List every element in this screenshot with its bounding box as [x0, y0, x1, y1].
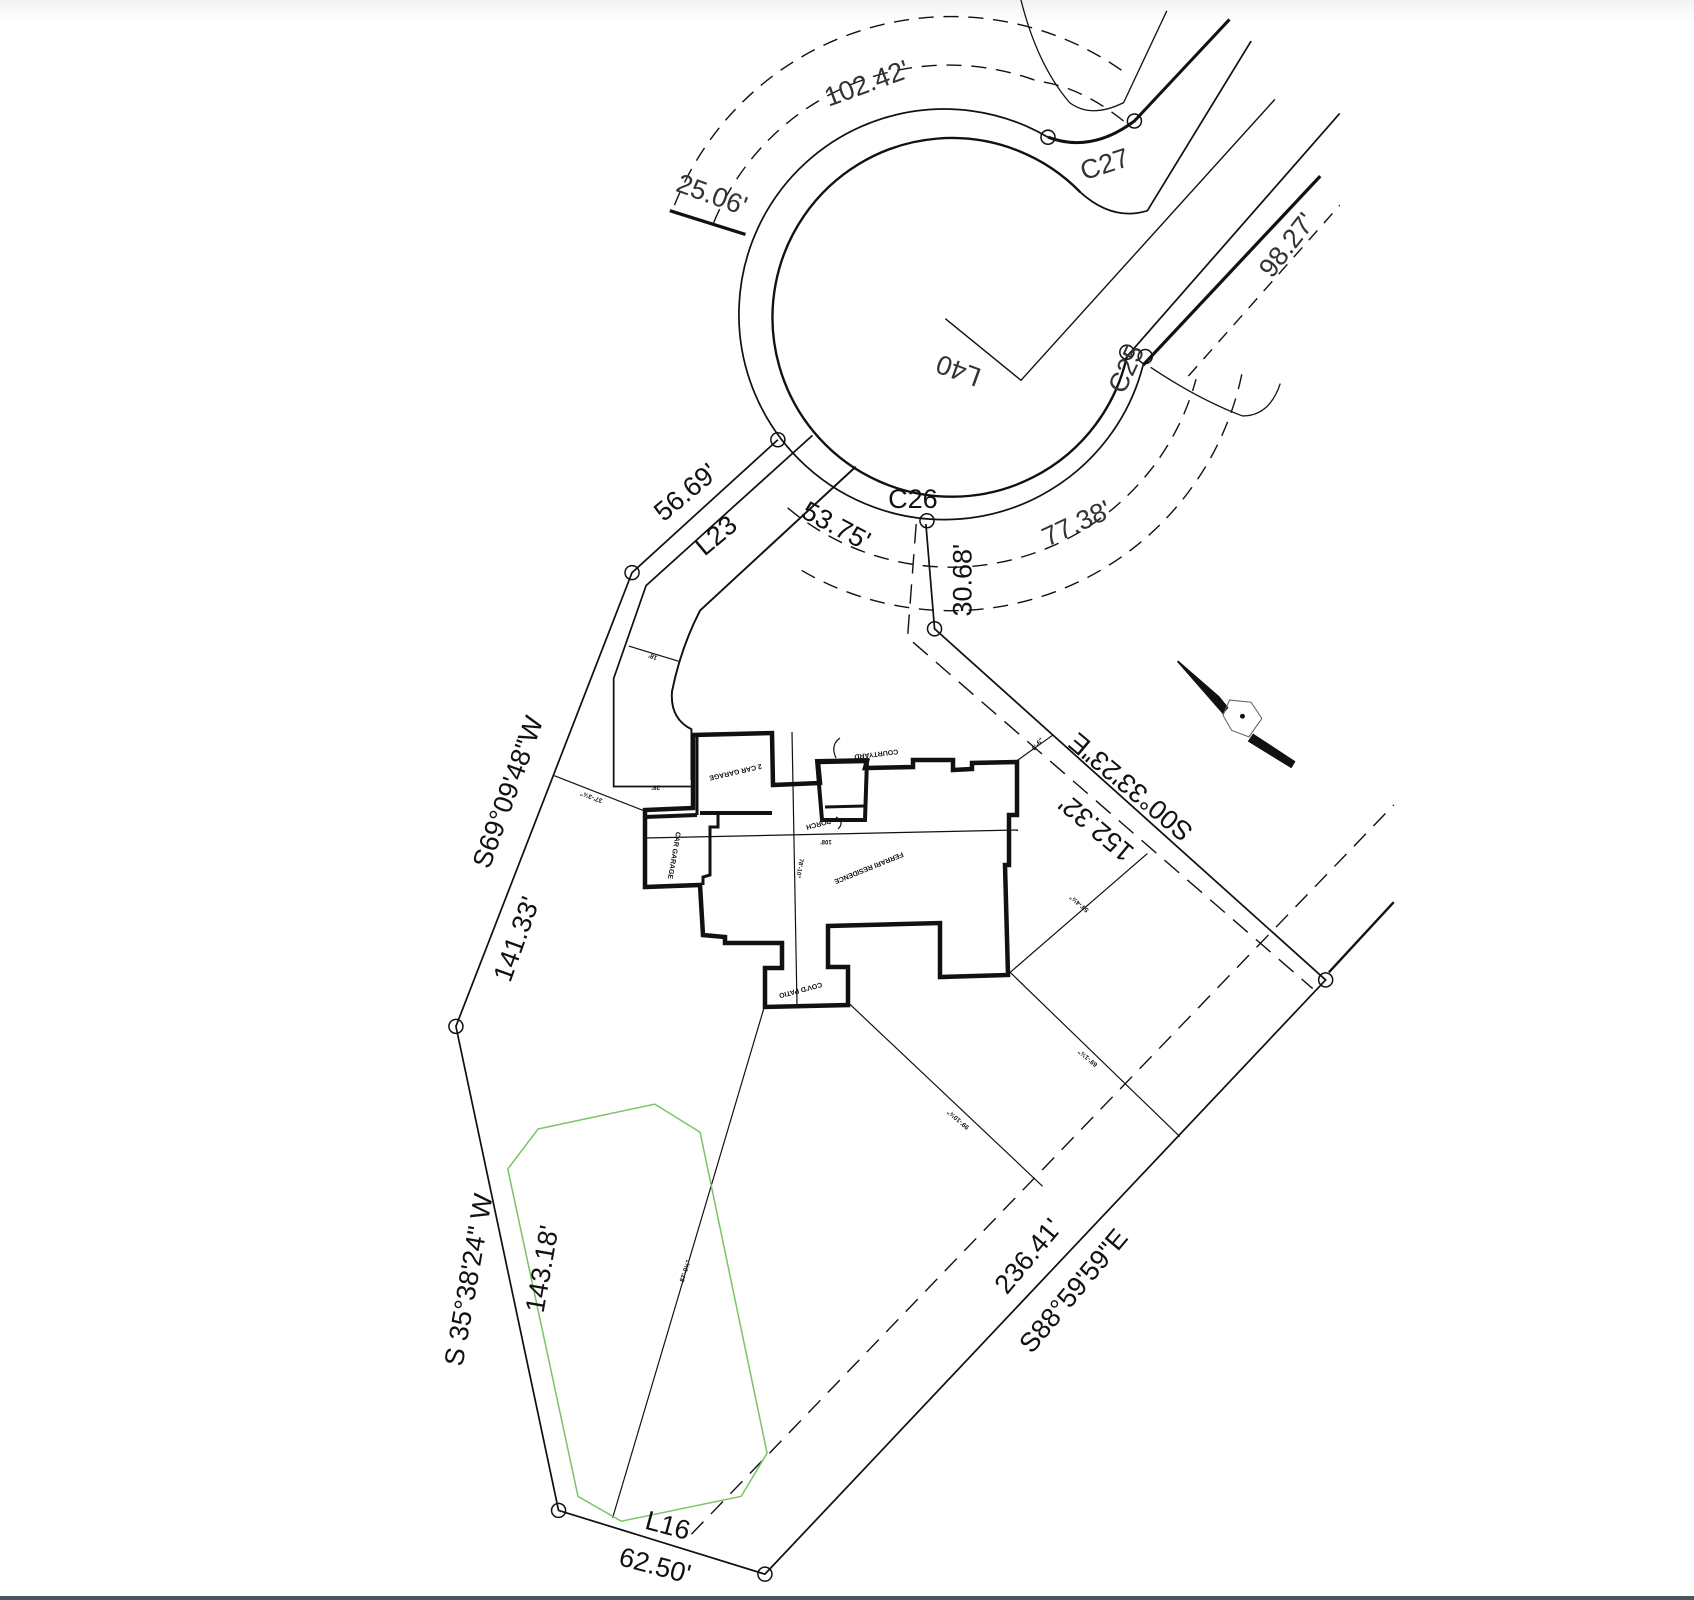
c26-tick [906, 523, 1314, 990]
road-edge-fillet [1079, 40, 1252, 215]
nw-distance-label: 141.33' [488, 893, 546, 986]
porch-label: PORCH [805, 817, 831, 830]
se-setback-label: 99'-10½" [945, 1108, 970, 1131]
garage-offset-label: 28' [651, 783, 660, 790]
drive-width-label: 18' [647, 651, 658, 661]
septic-area [506, 1103, 768, 1523]
nw-bearing-label: S69°09'48"W [467, 712, 550, 872]
east-partial-line [1328, 901, 1395, 974]
survey-monuments [448, 113, 1334, 1582]
easement-top [1020, 0, 1168, 112]
l16-label: L16 [642, 1505, 693, 1546]
c27-label: C27 [1076, 142, 1132, 186]
arc-dim-bottom [787, 379, 1197, 568]
arc-bottom-inner-label: 53.75' [797, 495, 875, 556]
drive-edge-west [612, 434, 814, 788]
setback-lines [554, 645, 1181, 1519]
road-line-south [1126, 112, 1341, 358]
patio-label: COV'D PATIO [778, 980, 823, 998]
top-shadow [0, 0, 1694, 22]
building-depth-label: 78'-10" [794, 858, 803, 879]
road-row-south [1141, 174, 1322, 367]
one-car-garage-label: CAR GARAGE [666, 831, 681, 880]
cul-de-sac [669, 0, 1341, 990]
nw-setback-label: 37'-3½" [579, 789, 603, 804]
svg-text:2 CAR GARAGE: 2 CAR GARAGE [708, 762, 762, 781]
residence-label: FERRARI RESIDENCE [833, 850, 904, 884]
courtyard-label: COURTYARD [854, 747, 899, 759]
drive-edge-east [670, 466, 857, 781]
easement-bottom [1150, 366, 1281, 417]
lot-boundary [455, 439, 1327, 1576]
c25-label: C25 [1102, 340, 1150, 398]
north-arrow-icon [1176, 660, 1296, 769]
arc-dim-top-outer [671, 15, 1122, 212]
rear-setback-label: 87'-0½" [678, 1259, 693, 1283]
ne-corner-label: 8'-6" [1031, 737, 1045, 752]
arc-dim-top [711, 64, 1125, 228]
ne-setback-label: 58'-4½" [1068, 893, 1091, 914]
arc-top-label: 102.42' [820, 54, 913, 112]
road-dim-line [1187, 204, 1341, 377]
row-outer-arc [738, 108, 1144, 521]
c26-tangent-label: 30.68' [947, 544, 977, 617]
arc-left-tick [669, 209, 746, 236]
road-distance-label: 98.27' [1253, 207, 1321, 283]
arc-bottom-outer-label: 77.38' [1037, 494, 1116, 552]
e-setback-label: 69'-1½" [1076, 1048, 1099, 1069]
road-edge-inner-arc [771, 136, 1129, 498]
w-bearing-label: S 35°38'24" W [439, 1191, 499, 1368]
se-distance-label: 236.41' [988, 1213, 1067, 1300]
two-car-garage-label: 2 CAR GARAGE [708, 762, 762, 781]
arc-dim-bottom-outer [801, 365, 1245, 612]
residence-footprint [642, 730, 1020, 1010]
l23-distance-label: 56.69' [648, 457, 723, 527]
w-distance-label: 143.18' [520, 1223, 565, 1315]
c26-label: C26 [888, 484, 938, 514]
c27-fillet [1047, 18, 1231, 145]
l40-centerline [944, 98, 1276, 382]
l40-label: L40 [932, 349, 985, 393]
rear-setback-line [690, 804, 1395, 1535]
l23-label: L23 [689, 509, 743, 561]
building-width-label: 108' [820, 838, 832, 844]
bottom-edge-strip [0, 1596, 1694, 1600]
